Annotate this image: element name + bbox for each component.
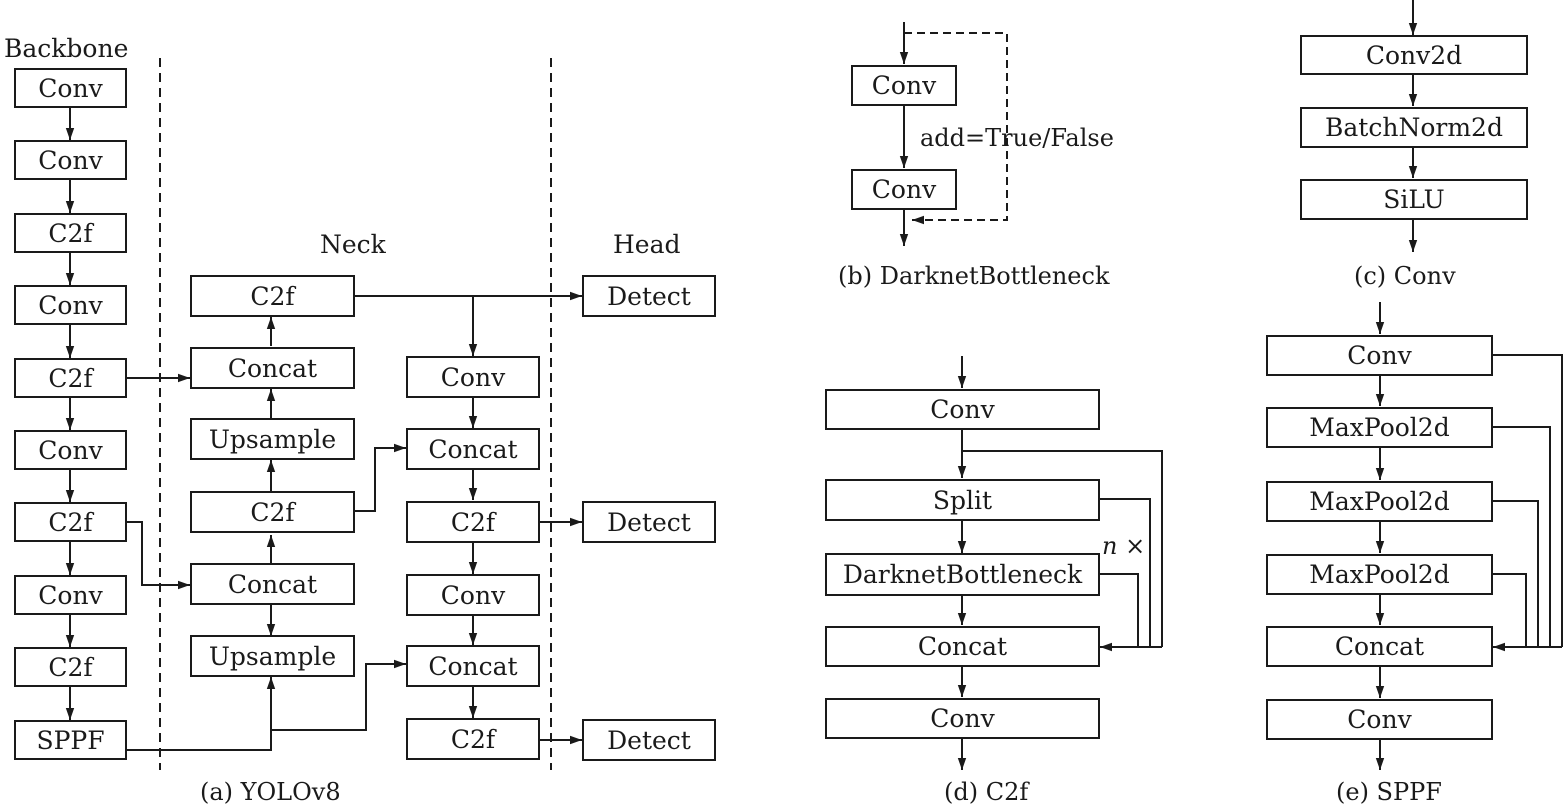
sppf-maxpool2d-block: MaxPool2d	[1266, 554, 1493, 595]
bottleneck-skip-line	[1100, 573, 1139, 647]
neck-conv-block: Conv	[406, 574, 540, 616]
neck-concat-block: Concat	[406, 645, 540, 687]
neck-c2f-block: C2f	[190, 491, 355, 533]
backbone-c2f-block: C2f	[14, 502, 127, 542]
backbone-c2f-block: C2f	[14, 647, 127, 687]
c2f-concat-block: Concat	[825, 626, 1100, 667]
caption-yolov8: (a) YOLOv8	[200, 778, 341, 806]
sppf-maxpool2d-block: MaxPool2d	[1266, 481, 1493, 522]
sppf-conv-block: Conv	[1266, 699, 1493, 740]
sppf-skip-line	[1493, 426, 1551, 647]
head-detect-block: Detect	[582, 275, 716, 317]
backbone-c2f-block: C2f	[14, 213, 127, 253]
c2f-darknet-bottleneck-block: DarknetBottleneck	[825, 553, 1100, 596]
neck-c2f-block: C2f	[406, 718, 540, 760]
head-label: Head	[613, 230, 681, 259]
backbone-conv-block: Conv	[14, 285, 127, 325]
caption-c2f: (d) C2f	[944, 778, 1029, 806]
neck-label: Neck	[320, 230, 386, 259]
backbone-sppf-block: SPPF	[14, 720, 127, 760]
head-detect-block: Detect	[582, 719, 716, 761]
bottleneck-conv-block: Conv	[851, 65, 957, 106]
neck-concat-block: Concat	[406, 428, 540, 470]
c2f-conv-block: Conv	[825, 698, 1100, 739]
repeat-label: n ×	[1102, 532, 1146, 560]
backbone-label: Backbone	[4, 34, 129, 63]
caption-conv: (c) Conv	[1354, 262, 1456, 290]
c2f-split-block: Split	[825, 479, 1100, 521]
c2f-conv-block: Conv	[825, 389, 1100, 430]
shortcut-arrow	[904, 32, 1008, 225]
bottleneck-conv-block: Conv	[851, 169, 957, 210]
neck-concat-block: Concat	[190, 347, 355, 389]
split-skip-line	[1100, 498, 1151, 647]
caption-sppf: (e) SPPF	[1336, 778, 1442, 806]
sppf-skip-line	[1493, 573, 1527, 647]
neck-upsample-block: Upsample	[190, 418, 355, 460]
sppf-to-concat-arrow	[271, 659, 406, 731]
neck-c2f-block: C2f	[190, 275, 355, 317]
sppf-maxpool2d-block: MaxPool2d	[1266, 407, 1493, 448]
sppf-concat-block: Concat	[1266, 626, 1493, 667]
batchnorm2d-block: BatchNorm2d	[1300, 107, 1528, 148]
conv2d-block: Conv2d	[1300, 35, 1528, 75]
neck-conv-block: Conv	[406, 356, 540, 398]
shortcut-label: add=True/False	[920, 124, 1114, 152]
silu-block: SiLU	[1300, 179, 1528, 220]
backbone-c2f-block: C2f	[14, 358, 127, 398]
neck-concat-block: Concat	[190, 563, 355, 605]
backbone-conv-block: Conv	[14, 430, 127, 470]
sppf-conv-block: Conv	[1266, 335, 1493, 376]
sppf-skip-line	[1493, 354, 1563, 647]
head-detect-block: Detect	[582, 501, 716, 543]
sppf-skip-line	[1493, 500, 1539, 647]
c2f-to-concat-arrow	[355, 443, 406, 512]
sppf-to-upsample-arrow	[127, 677, 276, 751]
backbone-conv-block: Conv	[14, 140, 127, 180]
caption-darknet-bottleneck: (b) DarknetBottleneck	[838, 262, 1110, 290]
backbone-conv-block: Conv	[14, 68, 127, 108]
neck-c2f-block: C2f	[406, 501, 540, 543]
backbone-conv-block: Conv	[14, 575, 127, 615]
c2f-to-concat-arrow	[127, 521, 190, 590]
c2f-skip-line	[962, 450, 1163, 647]
neck-upsample-block: Upsample	[190, 635, 355, 677]
